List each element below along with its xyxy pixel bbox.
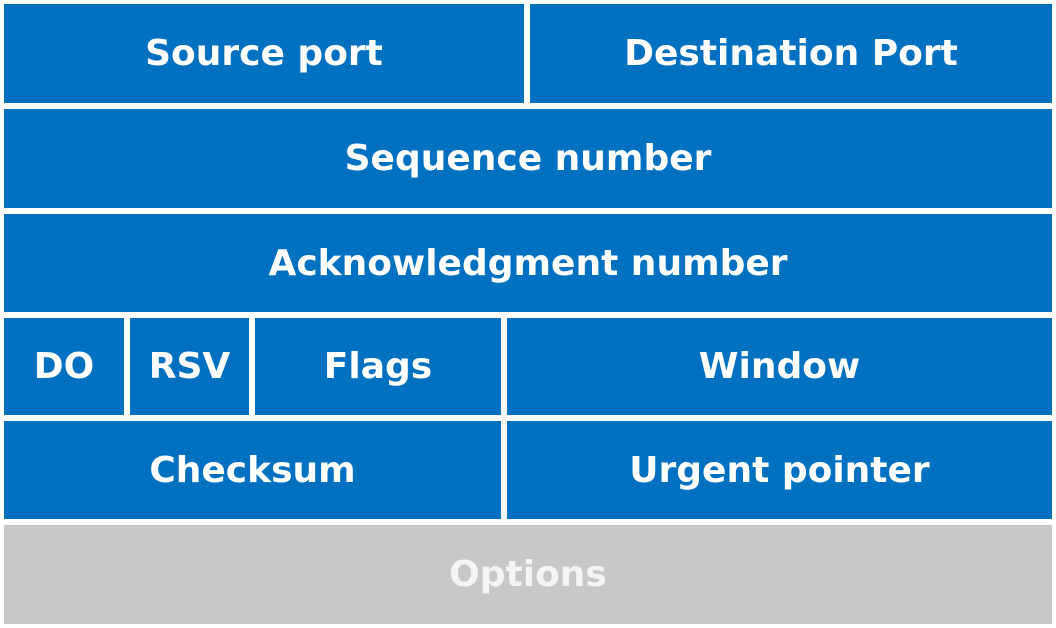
field-source-port: Source port bbox=[4, 4, 524, 103]
field-acknowledgment-number: Acknowledgment number bbox=[4, 214, 1052, 312]
field-checksum: Checksum bbox=[4, 421, 501, 519]
field-urgent-pointer: Urgent pointer bbox=[507, 421, 1052, 519]
field-options: Options bbox=[4, 525, 1052, 624]
field-sequence-number: Sequence number bbox=[4, 109, 1052, 208]
field-flags: Flags bbox=[255, 318, 501, 415]
field-data-offset: DO bbox=[4, 318, 124, 415]
field-destination-port: Destination Port bbox=[530, 4, 1052, 103]
field-window: Window bbox=[507, 318, 1052, 415]
field-reserved: RSV bbox=[130, 318, 249, 415]
